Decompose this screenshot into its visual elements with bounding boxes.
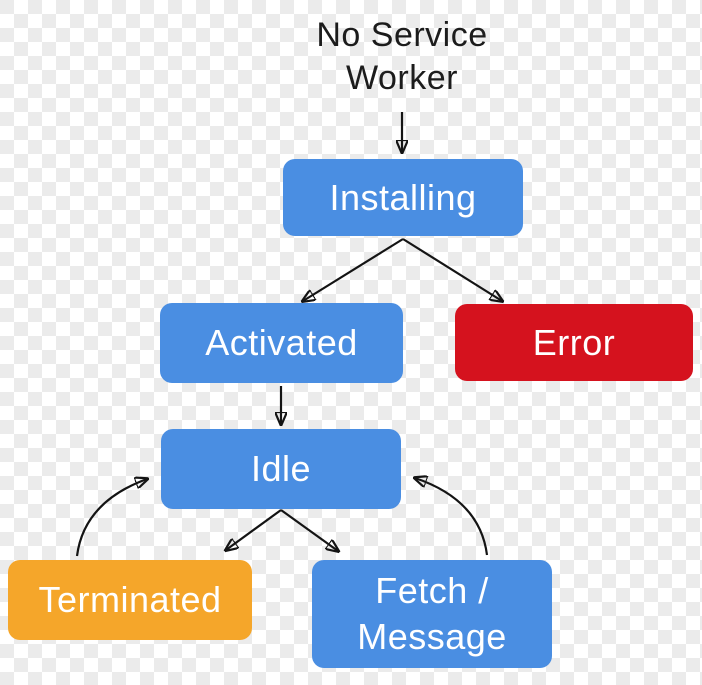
edge-terminated-to-idle [75, 479, 147, 557]
node-error: Error [455, 304, 693, 381]
node-installing-label: Installing [329, 176, 477, 218]
edge-idle-to-fetch-message [280, 509, 338, 551]
edge-fetch-message-to-idle [415, 478, 489, 556]
edge-installing-to-activated [303, 238, 404, 301]
node-fetch-message: Fetch / Message [312, 560, 552, 668]
node-idle: Idle [161, 429, 401, 509]
title-line-1: No Service [316, 16, 488, 54]
node-installing: Installing [283, 159, 523, 236]
node-fetch-message-label-line-2: Message [357, 616, 507, 657]
title-line-2: Worker [346, 59, 458, 97]
edge-idle-to-terminated [226, 509, 282, 550]
node-terminated: Terminated [8, 560, 252, 640]
edge-installing-to-error [402, 238, 502, 301]
node-terminated-label: Terminated [38, 579, 222, 620]
node-error-label: Error [532, 321, 616, 363]
node-activated: Activated [160, 303, 403, 383]
node-activated-label: Activated [205, 322, 358, 363]
node-fetch-message-label-line-1: Fetch / [375, 570, 489, 611]
diagram-title: No Service Worker [222, 14, 582, 100]
node-idle-label: Idle [250, 448, 312, 489]
